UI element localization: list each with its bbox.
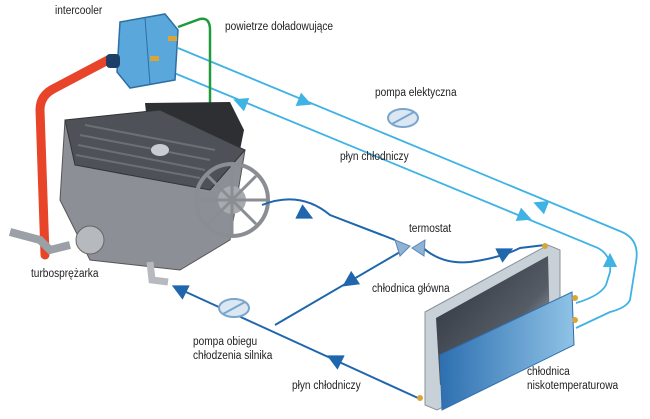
turbocharger-label: turbosprężarka bbox=[31, 268, 99, 280]
radiator-to-engine-line bbox=[174, 286, 419, 399]
engine-icon bbox=[8, 102, 270, 286]
charge-air-label: powietrze doładowujące bbox=[225, 21, 334, 33]
main-radiator-label: chłodnica główna bbox=[372, 283, 450, 295]
coolant-top-label: płyn chłodniczy bbox=[340, 151, 409, 163]
thermostat-icon bbox=[394, 239, 426, 257]
main-circuit bbox=[171, 198, 546, 399]
electric-pump-icon bbox=[387, 108, 419, 128]
electric-pump-label: pompa elektyczna bbox=[375, 87, 457, 99]
lt-radiator-label-1: chłodnica bbox=[527, 366, 570, 378]
engine-pump-label-1: pompa obiegu bbox=[193, 336, 258, 348]
low-temp-circuit bbox=[161, 47, 638, 329]
hot-air-hose bbox=[35, 55, 113, 260]
thermostat-label: termostat bbox=[409, 223, 452, 235]
charge-air-line bbox=[177, 17, 218, 120]
engine-coolant-pump-icon bbox=[218, 298, 250, 318]
lt-return-line bbox=[177, 47, 638, 329]
engine-to-thermostat-line bbox=[261, 198, 396, 241]
engine-pump-label-2: chłodzenia silnika bbox=[193, 350, 273, 362]
bypass-line bbox=[274, 251, 401, 326]
coolant-bottom-label: płyn chłodniczy bbox=[292, 380, 361, 392]
intercooler-icon bbox=[106, 13, 179, 89]
radiator-icon bbox=[417, 243, 578, 411]
lt-radiator-label-2: niskotemperaturowa bbox=[527, 380, 619, 392]
lt-supply-line bbox=[161, 67, 612, 304]
intercooler-label: intercooler bbox=[55, 5, 103, 17]
